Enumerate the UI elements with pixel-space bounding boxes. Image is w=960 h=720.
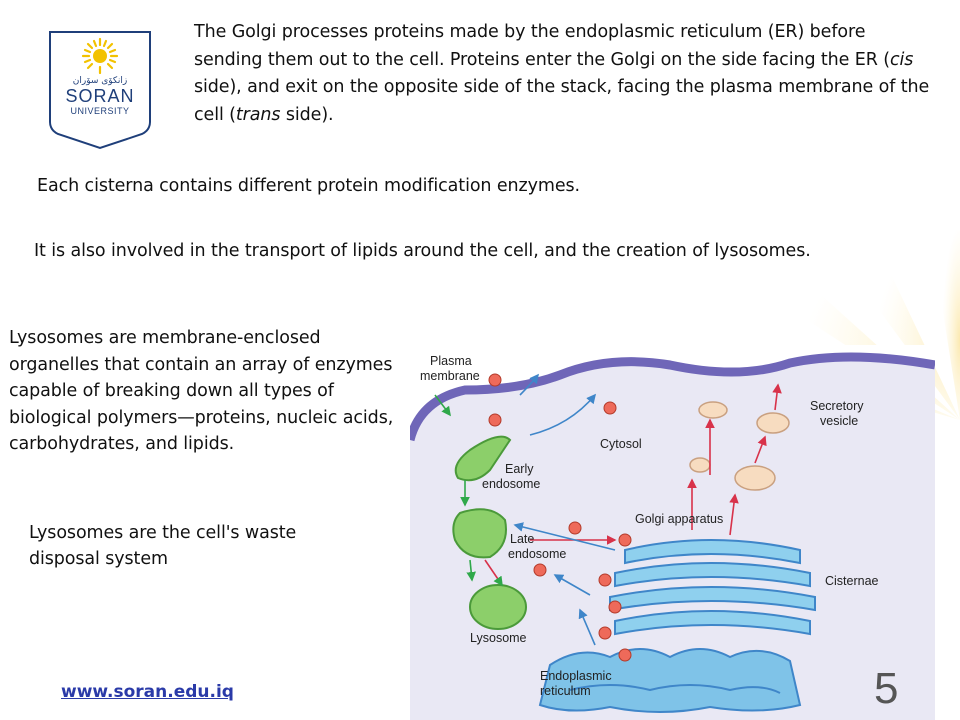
intro-paragraph: The Golgi processes proteins made by the… <box>194 19 934 129</box>
label-golgi-apparatus: Golgi apparatus <box>635 512 723 526</box>
label-late-endosome: endosome <box>508 547 566 561</box>
intro-trans-term: trans <box>235 104 281 125</box>
logo-name-line2: UNIVERSITY <box>70 106 129 116</box>
soran-university-logo: زانكۆی سۆران SORAN UNIVERSITY <box>48 30 152 150</box>
label-endoplasmic: Endoplasmic <box>540 669 612 683</box>
intro-text-part1: The Golgi processes proteins made by the… <box>194 22 891 70</box>
label-early: Early <box>505 462 534 476</box>
intro-text-part3: side). <box>280 104 334 125</box>
label-membrane: membrane <box>420 369 480 383</box>
label-plasma: Plasma <box>430 354 472 368</box>
late-endosome-shape <box>452 508 507 559</box>
intro-cis-term: cis <box>890 49 914 70</box>
label-reticulum: reticulum <box>540 684 591 698</box>
intro-text-part2: side), and exit on the opposite side of … <box>194 77 930 125</box>
golgi-stack <box>609 539 816 636</box>
logo-shield-icon: زانكۆی سۆران SORAN UNIVERSITY <box>49 31 151 150</box>
cisterna-text: Each cisterna contains different protein… <box>37 176 580 196</box>
lysosome-definition: Lysosomes are membrane-enclosed organell… <box>9 328 394 454</box>
plasma-membrane <box>410 352 935 442</box>
label-lysosome: Lysosome <box>470 631 527 645</box>
label-cisternae: Cisternae <box>825 574 879 588</box>
label-late: Late <box>510 532 534 546</box>
logo-arabic-text: زانكۆی سۆران <box>73 76 128 86</box>
waste-disposal-text: Lysosomes are the cell's waste disposal … <box>29 523 297 569</box>
page-number: 5 <box>874 664 899 713</box>
secretory-vesicles <box>689 401 790 491</box>
label-secretory: Secretory <box>810 399 864 413</box>
footer-url-link[interactable]: www.soran.edu.iq <box>61 682 234 702</box>
label-vesicle: vesicle <box>820 414 858 428</box>
label-early-endosome: endosome <box>482 477 540 491</box>
early-endosome-shape <box>454 435 512 482</box>
label-cytosol: Cytosol <box>600 437 642 451</box>
transport-vesicles <box>488 373 632 662</box>
logo-name-line1: SORAN <box>65 86 134 106</box>
sun-icon <box>81 37 119 75</box>
lysosome-shape <box>469 584 527 630</box>
lipids-text: It is also involved in the transport of … <box>34 241 811 261</box>
golgi-diagram: Plasma membrane Cytosol Secretory vesicl… <box>410 345 935 720</box>
